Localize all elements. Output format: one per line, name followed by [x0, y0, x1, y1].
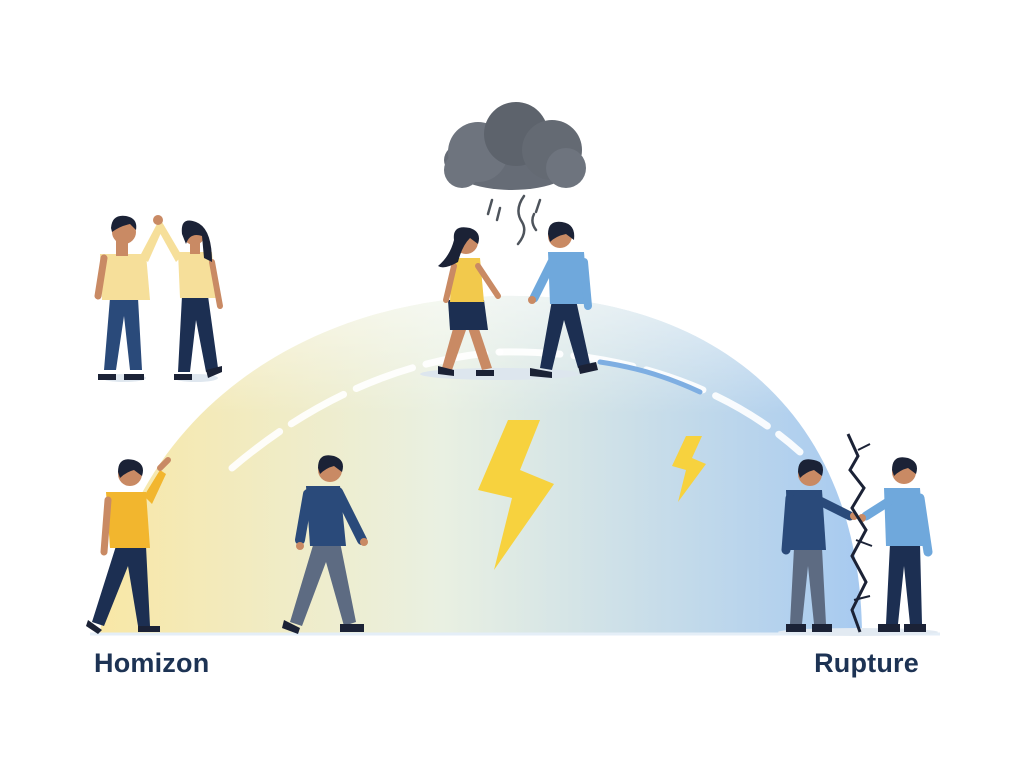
lightning-bolt-icon [478, 420, 554, 570]
storm-cloud-icon [444, 102, 586, 246]
meeting-couple [420, 221, 598, 380]
label-rupture: Rupture [814, 648, 919, 678]
high-five-couple [94, 215, 223, 382]
lightning-bolt-small-icon [672, 436, 706, 502]
walking-person [282, 455, 368, 634]
waving-person [86, 457, 171, 634]
crack-icon [846, 433, 873, 633]
rupture-pair [778, 457, 938, 636]
label-homizon: Homizon [94, 648, 210, 678]
